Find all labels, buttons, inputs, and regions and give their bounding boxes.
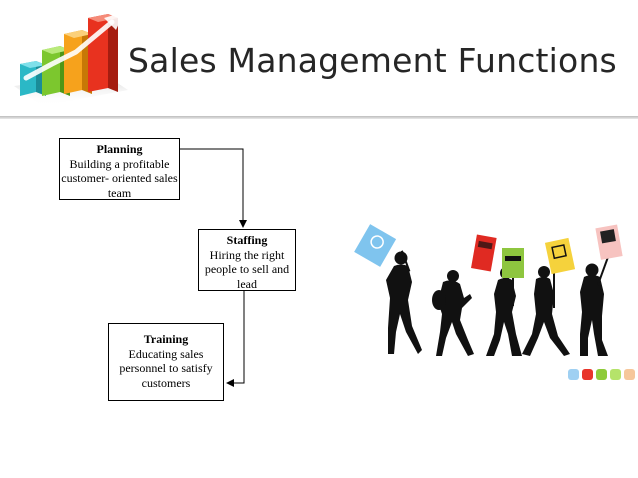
staffing-heading: Staffing [226, 233, 268, 247]
decor-dot [582, 369, 593, 380]
training-box: Training Educating sales personnel to sa… [108, 323, 224, 401]
connector-planning-staffing [180, 148, 247, 228]
planning-heading: Planning [96, 142, 143, 156]
decor-dot [610, 369, 621, 380]
training-description: Educating sales personnel to satisfy cus… [119, 346, 213, 390]
staffing-box: Staffing Hiring the right people to sell… [198, 229, 296, 291]
decorative-color-dots [568, 369, 635, 380]
protester-silhouettes-illustration [354, 224, 623, 356]
title-divider [0, 116, 638, 119]
decor-dot [596, 369, 607, 380]
planning-description: Building a profitable customer- oriented… [61, 156, 178, 200]
staffing-description: Hiring the right people to sell and lead [204, 247, 290, 291]
connector-staffing-training [226, 291, 245, 387]
bar-chart-logo-icon [14, 12, 128, 106]
page-title: Sales Management Functions [128, 41, 617, 80]
training-heading: Training [143, 332, 189, 346]
decor-dot [624, 369, 635, 380]
planning-box: Planning Building a profitable customer-… [59, 138, 180, 200]
decor-dot [568, 369, 579, 380]
